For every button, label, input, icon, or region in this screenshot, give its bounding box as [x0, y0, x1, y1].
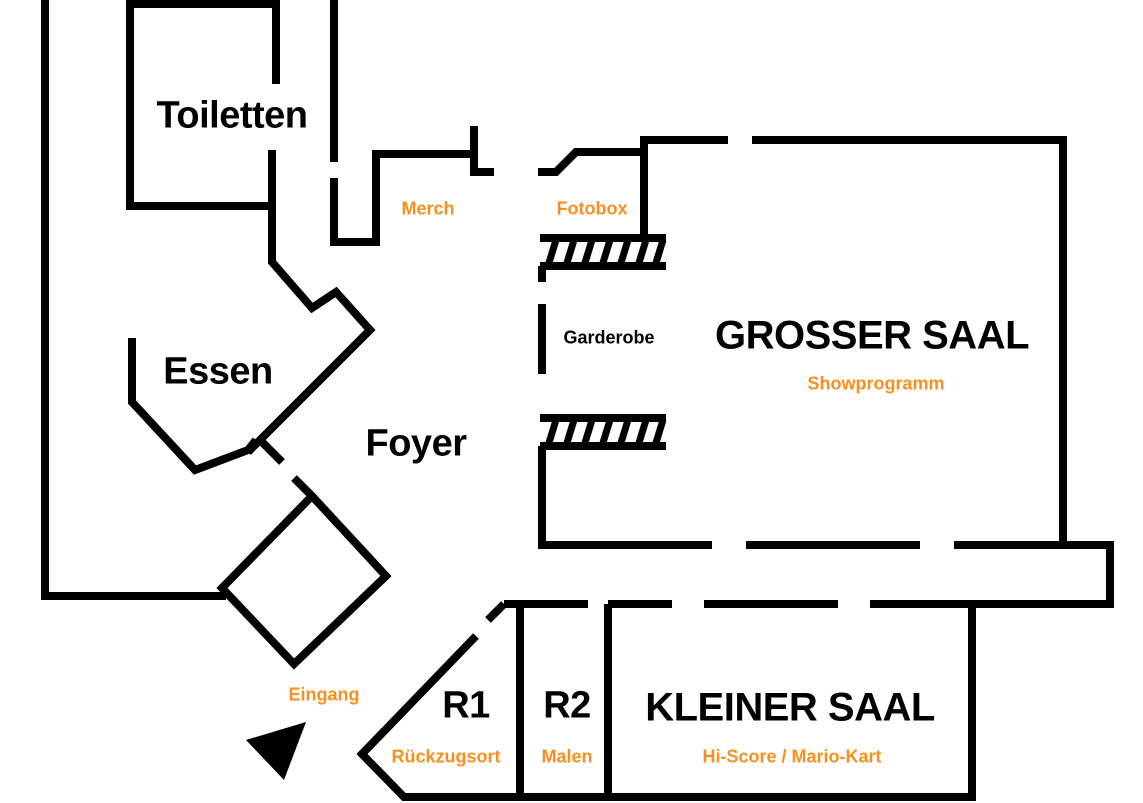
room-label-essen: Essen — [163, 350, 273, 393]
room-label-toiletten: Toiletten — [156, 94, 308, 137]
room-label-grosser-saal: GROSSER SAAL — [714, 313, 1030, 358]
activity-label-malen: Malen — [541, 746, 593, 767]
wall-fotobox — [538, 148, 644, 176]
room-label-kleiner-saal: KLEINER SAAL — [645, 685, 935, 730]
wall-r1 — [356, 604, 976, 801]
garderobe-counter-bottom — [538, 414, 667, 548]
wall-eingang-vestibule — [216, 475, 392, 670]
wall-outer-left — [41, 0, 226, 600]
room-label-r2: R2 — [543, 684, 591, 727]
wall-toiletten — [126, 0, 270, 210]
entrance-arrow-icon — [246, 722, 306, 780]
wall-essen — [128, 338, 260, 475]
wall-merch-post — [470, 126, 494, 176]
wall-grosser-saal-top-left — [640, 136, 728, 242]
wall-grosser-saal-top-right — [752, 136, 1067, 545]
wall-merch — [330, 150, 474, 246]
wall-toiletten-right-lower — [245, 150, 376, 455]
wall-essen-door — [257, 437, 285, 465]
wall-grosser-saal-bottom — [504, 541, 1114, 608]
area-label-eingang: Eingang — [288, 684, 360, 705]
activity-label-rueckzugsort: Rückzugsort — [391, 746, 501, 767]
wall-toiletten-right-top — [130, 0, 280, 84]
area-label-fotobox: Fotobox — [556, 198, 628, 219]
room-label-r1: R1 — [442, 684, 490, 727]
wall-r1-door — [485, 601, 507, 623]
activity-label-hiscore-mariokart: Hi-Score / Mario-Kart — [702, 746, 882, 767]
area-label-merch: Merch — [401, 198, 455, 219]
room-label-garderobe: Garderobe — [563, 327, 655, 348]
room-label-foyer: Foyer — [365, 422, 467, 465]
garderobe-counter-top — [538, 234, 667, 282]
activity-label-showprogramm: Showprogramm — [807, 373, 945, 394]
